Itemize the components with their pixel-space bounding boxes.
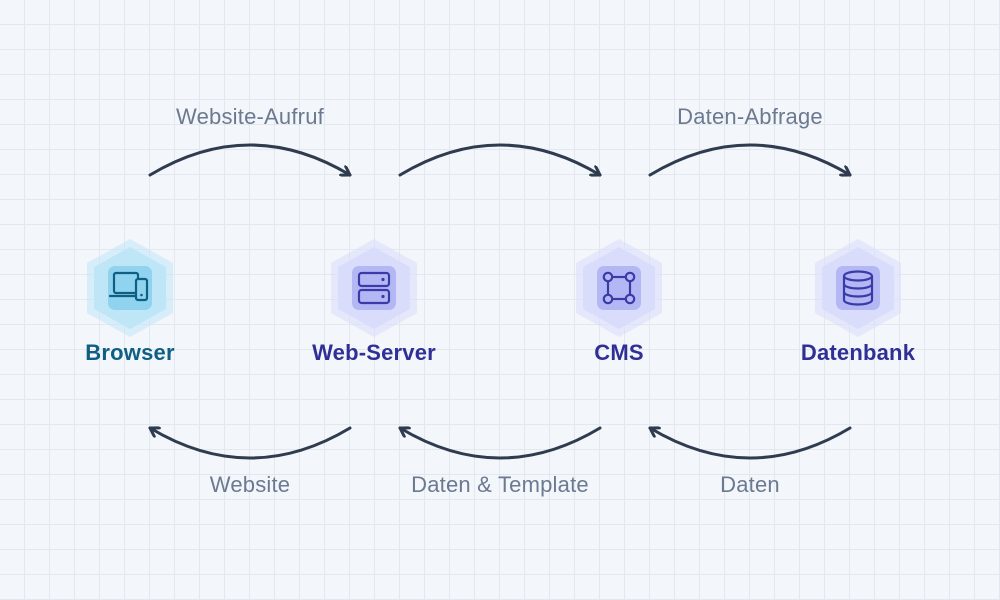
- laptop-phone-icon: [108, 271, 149, 302]
- node-datenbank: Datenbank: [793, 238, 923, 366]
- arrow-browser-to-webserver: [148, 143, 352, 175]
- node-label-browser: Browser: [85, 340, 175, 365]
- label-daten: Daten: [720, 472, 780, 497]
- node-cms: CMS: [554, 238, 684, 366]
- node-label-web-server: Web-Server: [312, 340, 436, 365]
- node-browser: Browser: [65, 238, 195, 366]
- cms-hexagon: [576, 239, 662, 337]
- database-icon: [842, 270, 874, 306]
- webserver-hexagon: [331, 239, 417, 337]
- arrow-cms-to-datenbank: [648, 143, 852, 175]
- label-website: Website: [209, 472, 291, 497]
- server-icon: [357, 271, 391, 305]
- node-web-server: Web-Server: [309, 238, 439, 366]
- label-daten-abfrage: Daten-Abfrage: [677, 104, 823, 129]
- node-label-datenbank: Datenbank: [800, 340, 916, 365]
- arrow-webserver-to-browser: [148, 428, 352, 460]
- arrow-cms-to-webserver: [398, 428, 602, 460]
- browser-hexagon: [87, 239, 173, 337]
- label-website-aufruf: Website-Aufruf: [176, 104, 324, 129]
- workflow-icon: [602, 271, 636, 305]
- node-label-cms: CMS: [594, 340, 644, 365]
- label-daten-template: Daten & Template: [411, 472, 589, 497]
- arrow-datenbank-to-cms: [648, 428, 852, 460]
- arrow-webserver-to-cms: [398, 143, 602, 175]
